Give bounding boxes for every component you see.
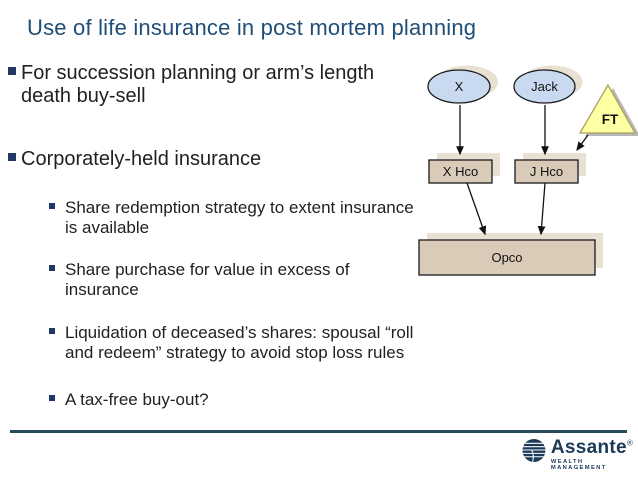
- bullet-square-icon: [49, 395, 55, 401]
- registered-mark-icon: ®: [626, 438, 634, 448]
- slide-title: Use of life insurance in post mortem pla…: [27, 15, 477, 40]
- bullet-square-icon: [49, 328, 55, 334]
- bullet-text: Corporately-held insurance: [21, 148, 262, 170]
- ownership-structure-diagram: X Jack FT X Hco J Hco Opco: [418, 65, 638, 276]
- sub-bullet-item: Share redemption strategy to extent insu…: [49, 198, 485, 239]
- arrow-jhco-to-opco: [537, 182, 546, 236]
- sub-bullet-text: Share purchase for value in excess of in…: [65, 260, 350, 300]
- node-jhco-box: [514, 159, 579, 184]
- arrow-ft-to-jhco: [576, 134, 589, 152]
- sub-bullet-text: Liquidation of deceased’s shares: spousa…: [65, 323, 414, 363]
- sub-bullet-item: Liquidation of deceased’s shares: spousa…: [49, 323, 485, 364]
- bullet-square-icon: [8, 67, 16, 75]
- node-opco-box: [418, 239, 596, 276]
- bullet-square-icon: [8, 153, 16, 161]
- brand-tagline: WEALTH MANAGEMENT: [550, 458, 607, 471]
- node-x-oval: [427, 69, 491, 104]
- node-jack-oval: [513, 69, 576, 104]
- sub-bullet-text: A tax-free buy-out?: [65, 390, 209, 409]
- arrow-xhco-to-opco: [466, 182, 487, 236]
- bullet-item: Corporately-held insurance: [8, 148, 426, 171]
- sub-bullet-item: A tax-free buy-out?: [49, 390, 485, 410]
- sub-bullet-text: Share redemption strategy to extent insu…: [65, 198, 414, 238]
- bullet-square-icon: [49, 203, 55, 209]
- brand-name: Assante: [550, 437, 627, 458]
- node-ft-label: FT: [602, 112, 619, 127]
- sub-bullet-item: Share purchase for value in excess of in…: [49, 260, 485, 301]
- node-jack-label: Jack: [531, 79, 558, 94]
- logo-text: Assante® WEALTH MANAGEMENT: [551, 438, 638, 471]
- footer-divider: [10, 430, 627, 433]
- bullet-text: For succession planning or arm’s length …: [21, 62, 375, 107]
- node-xhco-label: X Hco: [443, 164, 478, 179]
- bullet-item: For succession planning or arm’s length …: [8, 62, 426, 108]
- node-xhco-box: [428, 159, 493, 184]
- node-opco-label: Opco: [491, 250, 522, 265]
- assante-logo: Assante® WEALTH MANAGEMENT: [522, 438, 638, 471]
- bullet-square-icon: [49, 265, 55, 271]
- globe-icon: [522, 439, 546, 462]
- node-x-label: X: [455, 79, 464, 94]
- node-ft-triangle: [578, 83, 637, 134]
- node-jhco-label: J Hco: [530, 164, 563, 179]
